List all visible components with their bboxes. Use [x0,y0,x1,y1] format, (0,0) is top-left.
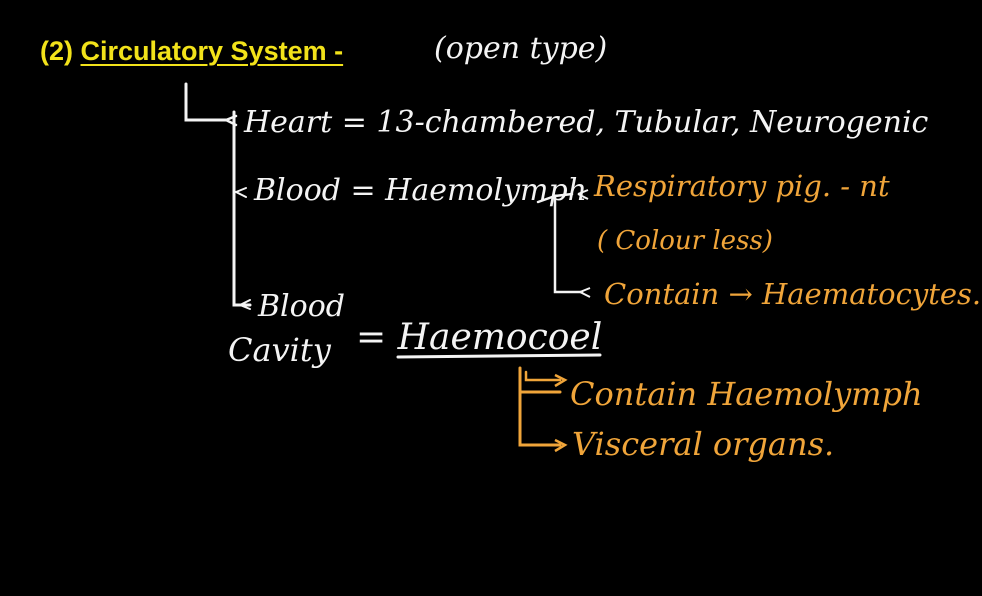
open-type-note: (open type) [434,31,608,66]
heart-note: Heart = 13-chambered, Tubular, Neurogeni… [244,105,929,140]
visceral-organs-note: Visceral organs. [572,425,835,463]
haematocytes-note: Contain → Haematocytes. [604,277,982,311]
blood-note: Blood = Haemolymph [254,173,588,208]
respiratory-pigment-note: Respiratory pig. - nt [594,169,890,203]
section-heading: (2) Circulatory System - [40,36,343,67]
haemocoel-note: = Haemocoel [356,317,603,358]
cavity-label: Cavity [228,331,331,369]
contain-haemolymph-note: Contain Haemolymph [570,375,923,413]
colourless-note: ( Colour less) [597,226,773,256]
blood-cavity-label: Blood [258,289,345,324]
section-number: (2) [40,36,73,66]
section-title: Circulatory System - [80,36,344,66]
